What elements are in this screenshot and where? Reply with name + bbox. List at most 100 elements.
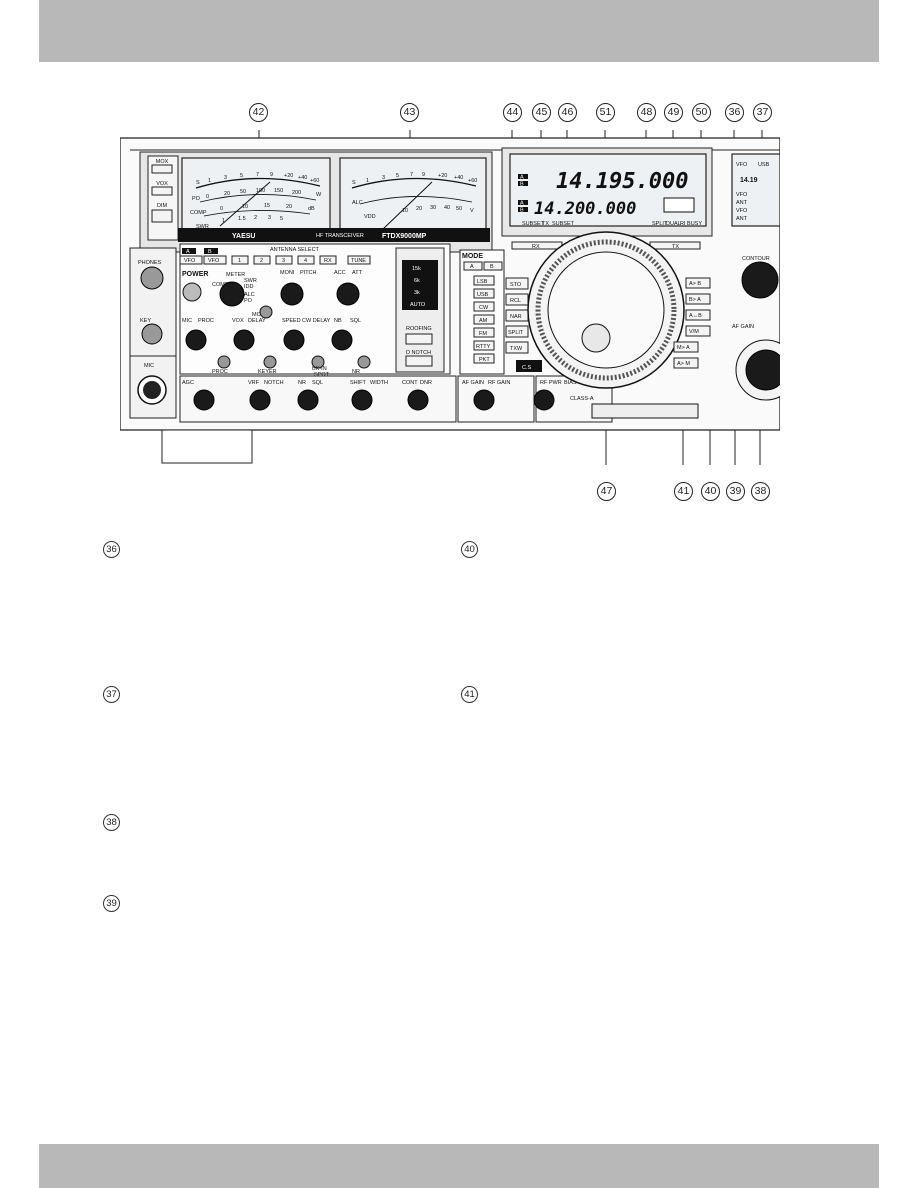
svg-text:3k: 3k: [414, 290, 420, 296]
svg-text:20: 20: [224, 191, 230, 197]
svg-text:M> A: M> A: [677, 345, 690, 351]
dim-label: DIM: [157, 203, 168, 209]
callout-37: 37: [753, 103, 772, 122]
svg-text:RX: RX: [324, 258, 332, 264]
callout-39: 39: [726, 482, 745, 501]
svg-text:0: 0: [206, 194, 209, 200]
svg-text:AM: AM: [479, 318, 488, 324]
svg-text:50: 50: [240, 189, 246, 195]
svg-text:SPOT: SPOT: [314, 372, 330, 378]
svg-text:MONI: MONI: [252, 312, 267, 318]
svg-text:+20: +20: [438, 173, 447, 179]
svg-text:A> B: A> B: [689, 281, 701, 287]
svg-text:BK-IN: BK-IN: [312, 366, 327, 372]
svg-text:+60: +60: [310, 178, 319, 184]
knob-row-3: AGC VRF NOTCH NR SQL SHIFT WIDTH CONT DN…: [182, 380, 594, 411]
svg-text:TUNE: TUNE: [351, 258, 366, 264]
svg-text:PITCH: PITCH: [300, 270, 317, 276]
svg-text:WIDTH: WIDTH: [370, 380, 388, 386]
svg-text:CLASS-A: CLASS-A: [570, 396, 594, 402]
mox-label: MOX: [156, 159, 169, 165]
left-meter-scale: S 1 3 5 7 9 +20 +40 +60 PO 0 20 50 100 1…: [190, 172, 322, 230]
svg-text:SPLIT: SPLIT: [508, 330, 524, 336]
svg-text:200: 200: [292, 190, 301, 196]
svg-text:V/M: V/M: [689, 329, 699, 335]
svg-text:DNR: DNR: [420, 380, 432, 386]
svg-text:30: 30: [430, 205, 436, 211]
svg-text:VFO: VFO: [736, 192, 748, 198]
svg-text:A: A: [520, 201, 524, 207]
callout-46: 46: [558, 103, 577, 122]
meter-selector-labels: COMP IDD SWR ALC PO MONI: [212, 278, 267, 318]
secondary-lcd-text: VFO USB 14.19 VFO ANT VFO ANT: [736, 162, 770, 222]
svg-text:7: 7: [410, 172, 413, 178]
sub-frequency: 14.200.000: [534, 199, 636, 219]
svg-text:SQL: SQL: [350, 318, 361, 324]
svg-text:PO: PO: [244, 298, 253, 304]
svg-text:A: A: [520, 175, 524, 181]
svg-text:SWR: SWR: [244, 278, 257, 284]
svg-text:2: 2: [260, 258, 263, 264]
callout-47: 47: [597, 482, 616, 501]
svg-text:9: 9: [270, 172, 273, 178]
callout-49: 49: [664, 103, 683, 122]
meter-button-column: MOX VOX DIM: [151, 159, 173, 223]
svg-text:V: V: [470, 208, 474, 214]
svg-text:1: 1: [238, 258, 241, 264]
svg-text:RCL: RCL: [510, 298, 521, 304]
svg-text:PROC: PROC: [198, 318, 214, 324]
model-subtitle: HF TRANSCEIVER: [316, 233, 364, 239]
svg-text:NAR: NAR: [510, 314, 522, 320]
svg-text:FM: FM: [479, 331, 487, 337]
svg-text:20: 20: [286, 204, 292, 210]
svg-text:KEYER: KEYER: [258, 369, 277, 375]
section-40-marker: 40: [461, 541, 478, 558]
main-lcd: [509, 153, 707, 227]
svg-text:PROC: PROC: [212, 369, 228, 375]
svg-text:B: B: [490, 264, 494, 270]
svg-text:RTTY: RTTY: [476, 344, 491, 350]
svg-text:A: A: [470, 264, 474, 270]
svg-text:VDD: VDD: [364, 214, 376, 220]
svg-text:NR: NR: [352, 369, 360, 375]
callout-51: 51: [596, 103, 615, 122]
power-label: POWER: [182, 271, 208, 278]
svg-text:SHIFT: SHIFT: [350, 380, 367, 386]
callout-43: 43: [400, 103, 419, 122]
svg-text:PO: PO: [192, 196, 201, 202]
svg-text:15: 15: [264, 203, 270, 209]
svg-text:CW: CW: [479, 305, 489, 311]
svg-text:D NOTCH: D NOTCH: [406, 350, 431, 356]
mode-label: MODE: [462, 253, 483, 260]
svg-text:SUBSET: SUBSET: [552, 221, 575, 227]
svg-text:S: S: [196, 180, 200, 186]
svg-text:ANT: ANT: [736, 200, 748, 206]
svg-text:RF PWR: RF PWR: [540, 380, 562, 386]
svg-text:+20: +20: [284, 173, 293, 179]
svg-text:50: 50: [456, 206, 462, 212]
svg-text:METER: METER: [226, 272, 245, 278]
section-39-marker: 39: [103, 895, 120, 912]
svg-text:LSB: LSB: [477, 279, 488, 285]
svg-text:dB: dB: [308, 206, 315, 212]
memory-keys: STO RCL NAR SPLIT TXW C.S: [505, 277, 542, 372]
svg-text:B: B: [208, 249, 212, 255]
svg-text:ROOFING: ROOFING: [406, 326, 432, 332]
callout-45: 45: [532, 103, 551, 122]
svg-text:5: 5: [240, 173, 243, 179]
svg-text:A↔B: A↔B: [689, 313, 702, 319]
tx-label: TX: [672, 244, 679, 250]
callout-41: 41: [674, 482, 693, 501]
callout-44: 44: [503, 103, 522, 122]
svg-text:B: B: [520, 182, 524, 188]
svg-text:VFO: VFO: [208, 258, 220, 264]
callout-42: 42: [249, 103, 268, 122]
af-gain-label: AF GAIN: [732, 324, 754, 330]
svg-text:7: 7: [256, 172, 259, 178]
svg-text:ALC: ALC: [244, 292, 255, 298]
svg-text:TXW: TXW: [510, 346, 523, 352]
main-frequency: 14.195.000: [556, 169, 688, 194]
svg-text:SQL: SQL: [312, 380, 323, 386]
svg-text:NOTCH: NOTCH: [264, 380, 284, 386]
svg-text:5: 5: [280, 216, 283, 222]
